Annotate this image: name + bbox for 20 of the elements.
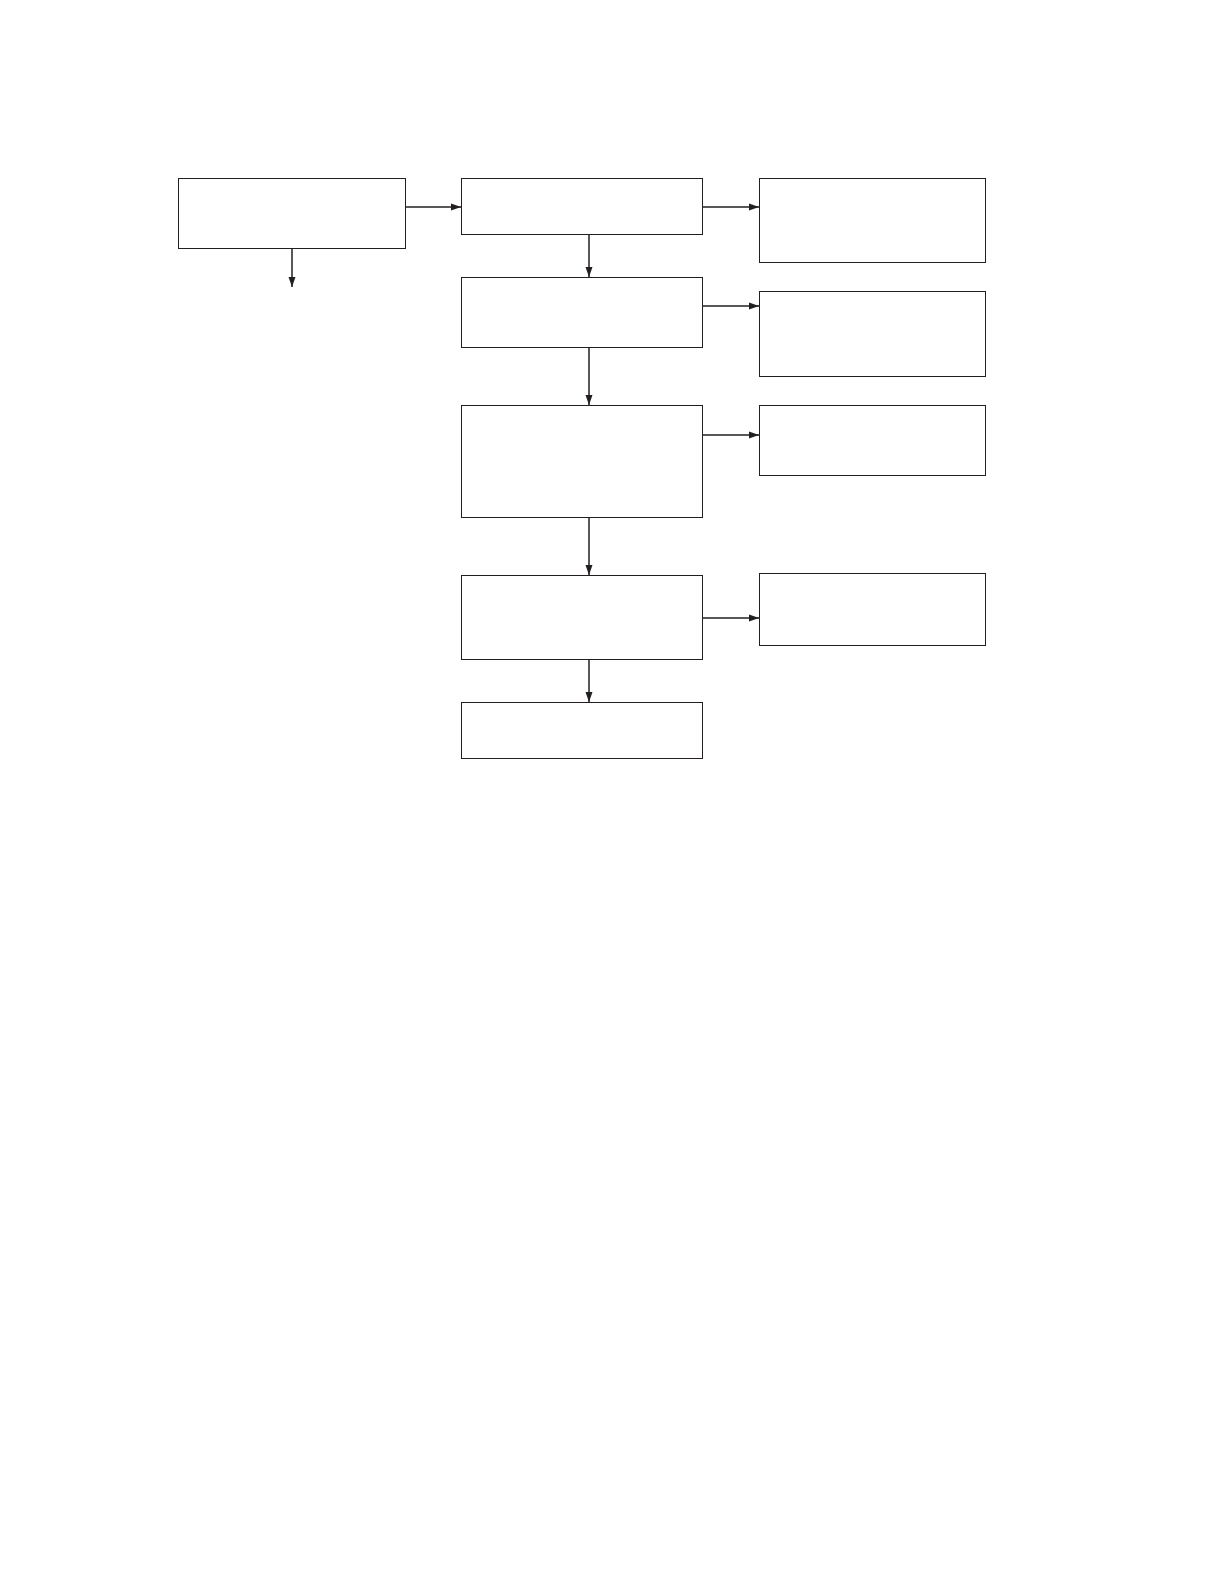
process-box	[461, 277, 703, 348]
arrow	[405, 203, 462, 211]
arrow	[585, 234, 593, 278]
process-box	[461, 405, 703, 518]
process-box	[759, 573, 986, 646]
arrow	[702, 614, 760, 622]
arrow	[288, 248, 296, 288]
process-box	[759, 405, 986, 476]
arrow	[702, 203, 760, 211]
arrow	[702, 302, 760, 310]
arrow	[585, 659, 593, 703]
arrow	[702, 431, 760, 439]
arrow	[585, 347, 593, 406]
process-box	[178, 178, 406, 249]
process-box	[461, 575, 703, 660]
arrow	[585, 517, 593, 576]
process-box	[461, 178, 703, 235]
process-box	[759, 178, 986, 263]
process-box	[759, 291, 986, 377]
process-box	[461, 702, 703, 759]
